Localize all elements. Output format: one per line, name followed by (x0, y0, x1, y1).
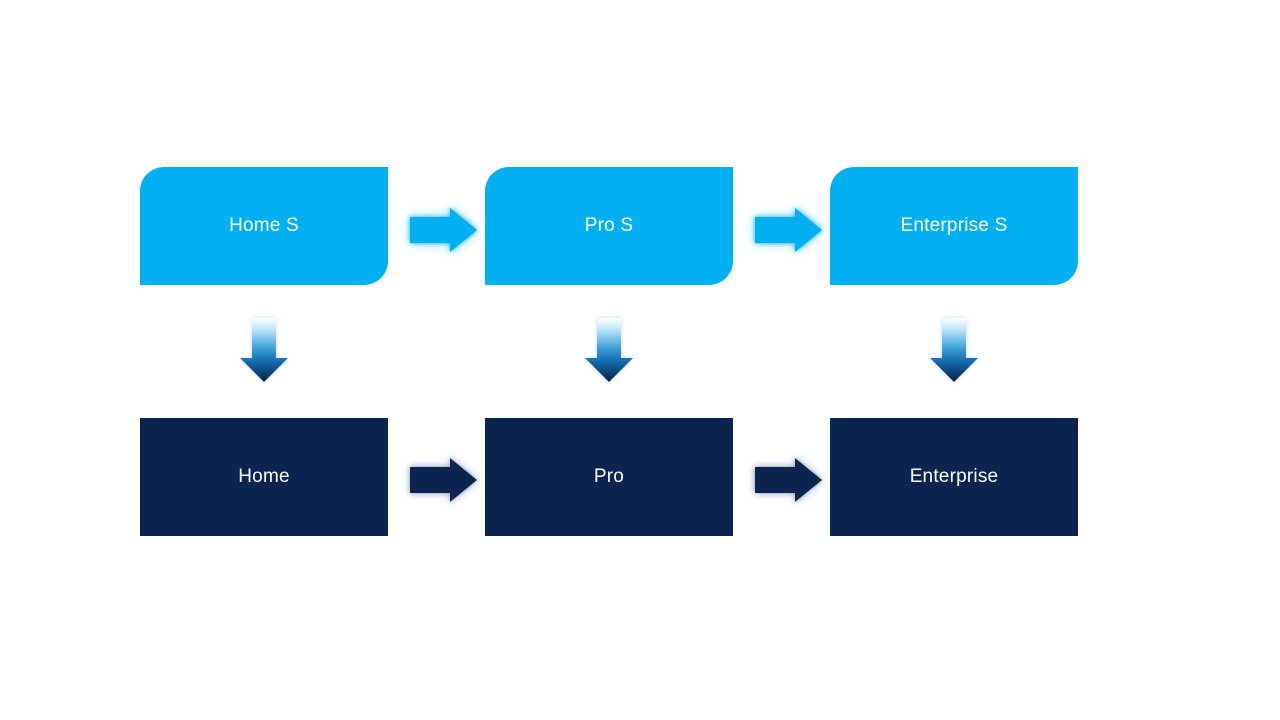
node-pro: Pro (485, 418, 733, 536)
node-enterprise-s-label: Enterprise S (900, 215, 1008, 236)
down-arrow-icon (585, 318, 633, 382)
right-arrow-icon (755, 208, 822, 252)
node-pro-label: Pro (593, 466, 625, 487)
node-pro-s: Pro S (485, 167, 733, 285)
node-enterprise-label: Enterprise (909, 466, 999, 487)
node-home-s-label: Home S (229, 215, 299, 236)
node-home: Home (140, 418, 388, 536)
right-arrow-icon (755, 458, 822, 502)
node-home-label: Home (238, 466, 290, 487)
node-enterprise: Enterprise (830, 418, 1078, 536)
right-arrow-icon (410, 208, 477, 252)
right-arrow-icon (410, 458, 477, 502)
node-home-s: Home S (140, 167, 388, 285)
down-arrow-icon (930, 318, 978, 382)
node-pro-s-label: Pro S (584, 215, 634, 236)
node-enterprise-s: Enterprise S (830, 167, 1078, 285)
down-arrow-icon (240, 318, 288, 382)
